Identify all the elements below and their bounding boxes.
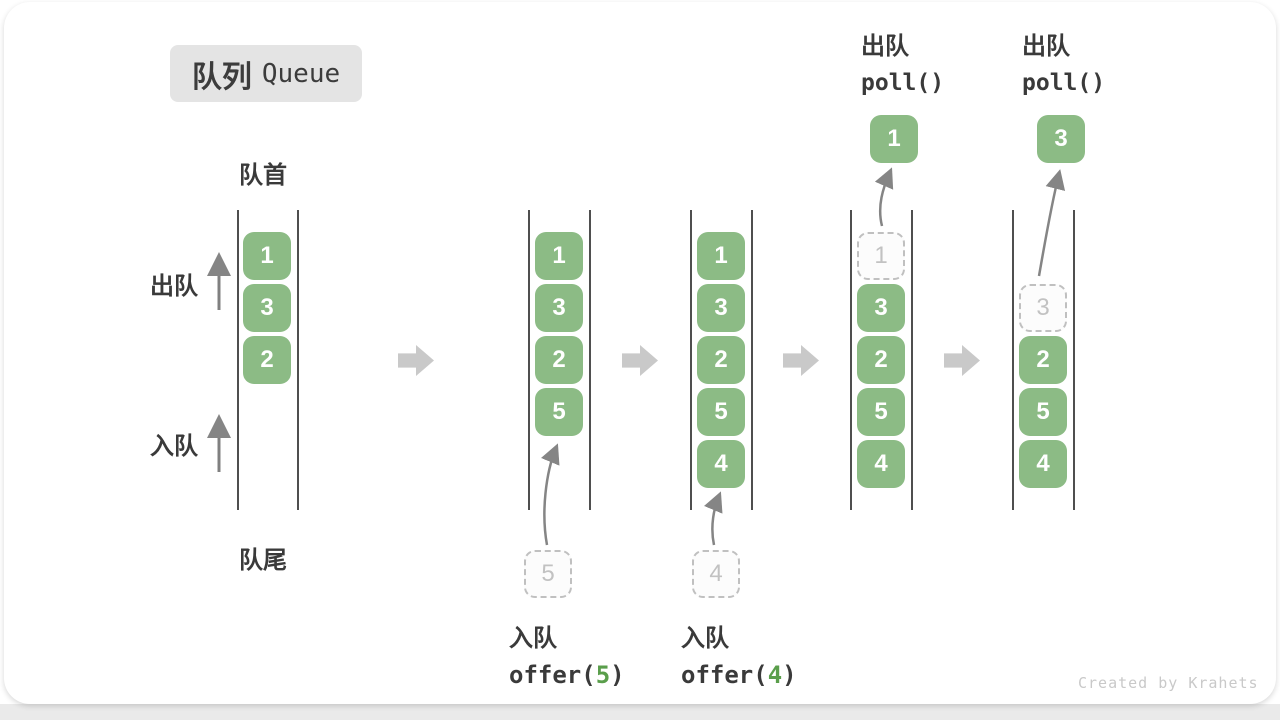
title-zh: 队列 (191, 60, 252, 94)
dequeued-item-ghost: 3 (1019, 284, 1067, 332)
enqueue-op-code: offer(4) (681, 661, 797, 689)
title-badge: 队列 Queue (170, 45, 362, 102)
queue-wall-right (589, 210, 591, 510)
queue-front-label: 队首 (239, 162, 287, 189)
queue-wall-left (850, 210, 852, 510)
incoming-item-ghost: 4 (692, 550, 740, 598)
queue-wall-left (690, 210, 692, 510)
dequeue-op-zh: 出队 (1022, 33, 1070, 60)
dequeue-operation-label: 出队 poll() (861, 26, 944, 96)
queue-item: 2 (243, 336, 291, 384)
page-background-strip (0, 704, 1280, 720)
dequeued-item-ghost: 1 (857, 232, 905, 280)
queue-item: 5 (1019, 388, 1067, 436)
queue-item: 1 (697, 232, 745, 280)
queue-item: 2 (697, 336, 745, 384)
dequeue-op-code: poll() (861, 70, 945, 96)
dequeue-op-zh: 出队 (861, 33, 909, 60)
queue-rear-label: 队尾 (239, 547, 287, 574)
queue-item: 3 (857, 284, 905, 332)
dequeue-operation-label: 出队 poll() (1022, 26, 1105, 96)
dequeued-item: 3 (1037, 115, 1085, 163)
queue-item: 2 (535, 336, 583, 384)
dequeue-op-code: poll() (1022, 70, 1106, 96)
enqueue-op-zh: 入队 (509, 625, 557, 652)
queue-wall-left (528, 210, 530, 510)
enqueue-operation-offer5: 入队 offer(5) (509, 618, 625, 689)
queue-wall-right (751, 210, 753, 510)
queue-item: 4 (1019, 440, 1067, 488)
enqueue-op-zh: 入队 (681, 625, 729, 652)
incoming-item-ghost: 5 (524, 550, 572, 598)
code-pre: offer( (681, 661, 768, 689)
dequeue-side-label: 出队 (150, 273, 198, 300)
queue-wall-left (1012, 210, 1014, 510)
code-arg: 4 (767, 661, 783, 689)
dequeued-item: 1 (870, 115, 918, 163)
queue-item: 2 (857, 336, 905, 384)
queue-item: 1 (535, 232, 583, 280)
code-post: ) (782, 661, 797, 689)
queue-item: 4 (857, 440, 905, 488)
queue-wall-right (911, 210, 913, 510)
queue-item: 4 (697, 440, 745, 488)
queue-wall-right (1073, 210, 1075, 510)
queue-wall-right (297, 210, 299, 510)
queue-wall-left (237, 210, 239, 510)
queue-item: 3 (243, 284, 291, 332)
code-pre: offer( (509, 661, 596, 689)
enqueue-op-code: offer(5) (509, 661, 625, 689)
enqueue-side-label: 入队 (150, 433, 198, 460)
credit-text: Created by Krahets (1078, 674, 1259, 692)
queue-item: 2 (1019, 336, 1067, 384)
queue-item: 5 (535, 388, 583, 436)
queue-item: 3 (697, 284, 745, 332)
title-en: Queue (261, 58, 341, 89)
enqueue-operation-offer4: 入队 offer(4) (681, 618, 797, 689)
queue-item: 3 (535, 284, 583, 332)
code-arg: 5 (595, 661, 611, 689)
queue-item: 5 (697, 388, 745, 436)
code-post: ) (610, 661, 625, 689)
queue-item: 5 (857, 388, 905, 436)
queue-item: 1 (243, 232, 291, 280)
